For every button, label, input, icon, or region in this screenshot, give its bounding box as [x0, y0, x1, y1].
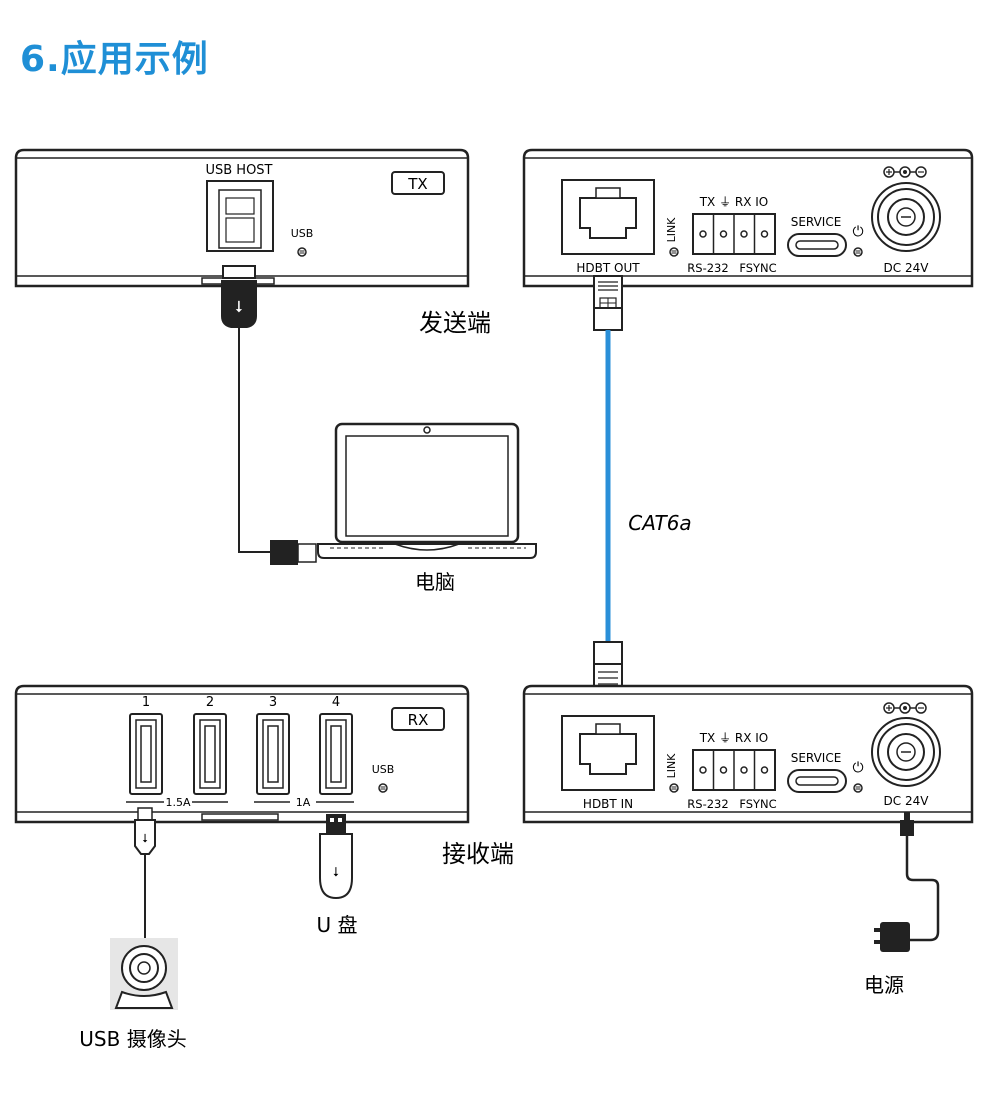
rx-badge-text: RX: [408, 711, 429, 729]
tx-service-label: SERVICE: [791, 215, 842, 229]
usb-a-plug-dark: [270, 540, 298, 565]
sender-label: 发送端: [419, 309, 491, 337]
usb-icon: ⭣: [235, 297, 243, 316]
camera-label: USB 摄像头: [79, 1027, 186, 1051]
tx-usb-led-label: USB: [291, 227, 314, 240]
tx-front-panel: USB HOST TX USB: [14, 148, 470, 288]
usb-port-4: [319, 713, 353, 795]
usb-icon: ⭣: [142, 831, 148, 845]
camera-icon: [110, 938, 178, 1010]
current-15a-label: 1.5A: [165, 796, 190, 809]
tx-dc-jack: [871, 182, 941, 252]
power-cable: [900, 812, 940, 942]
rx-rear-panel: HDBT IN LINK TX ⏚ RX IO RS-232 FSYNC SER…: [522, 684, 974, 824]
hdbt-out-label: HDBT OUT: [576, 261, 640, 275]
page-title: 6.应用示例: [20, 39, 209, 80]
rx-badge: [391, 707, 445, 731]
port-1-label: 1: [142, 695, 150, 710]
port-3-label: 3: [269, 695, 277, 710]
hdbt-in-label: HDBT IN: [583, 797, 633, 811]
rx-fsync-label: FSYNC: [739, 797, 776, 811]
usb-icon: ⭣: [333, 865, 339, 880]
rx-usb-led-label: USB: [372, 763, 395, 776]
usb-port-3: [256, 713, 290, 795]
tx-rs232-label: RS-232: [687, 261, 728, 275]
camera-cable: ⭣: [134, 807, 156, 940]
tx-terminal-block: [692, 213, 776, 255]
tx-badge-text: TX: [407, 175, 427, 193]
hdbt-out-port: [561, 179, 655, 255]
power-label: 电源: [864, 973, 904, 997]
usb-port-2: [193, 713, 227, 795]
tx-power-icon: ⏻: [852, 224, 863, 240]
cat6a-cable: [593, 275, 623, 695]
cable-label: CAT6a: [628, 511, 691, 535]
current-1a-label: 1A: [296, 796, 311, 809]
port-4-label: 4: [332, 695, 340, 710]
rx-service-label: SERVICE: [791, 751, 842, 765]
usb-port-1: [129, 713, 163, 795]
power-adapter-icon: [874, 922, 910, 952]
hdbt-in-port: [561, 715, 655, 791]
rx-rs232-label: RS-232: [687, 797, 728, 811]
tx-badge: [391, 171, 445, 195]
tx-fsync-label: FSYNC: [739, 261, 776, 275]
usb-drive-icon: ⭣: [319, 814, 353, 900]
rx-power-icon: ⏻: [852, 760, 863, 776]
tx-service-port: [787, 233, 847, 257]
laptop-icon: [317, 422, 537, 559]
computer-label: 电脑: [415, 570, 455, 594]
tx-rear-panel: HDBT OUT LINK TX ⏚ RX IO RS-232 FSYNC SE…: [522, 148, 974, 288]
usb-a-plug-tip: [297, 543, 317, 563]
port-2-label: 2: [206, 695, 214, 710]
usb-b-cable: ⭣: [221, 265, 317, 565]
rx-front-panel: 1 2 3 4 1.5A 1A RX USB: [14, 684, 470, 824]
tx-terminal-top-label: TX ⏚ RX IO: [699, 195, 769, 209]
receiver-label: 接收端: [442, 840, 514, 868]
rx-dc-label: DC 24V: [884, 794, 930, 808]
usb-b-port: [206, 180, 274, 252]
tx-link-label: LINK: [665, 217, 678, 243]
rx-link-label: LINK: [665, 753, 678, 779]
udisk-label: U 盘: [317, 913, 358, 937]
usb-host-label: USB HOST: [205, 163, 272, 178]
rx-dc-jack: [871, 717, 941, 787]
rx-terminal-top-label: TX ⏚ RX IO: [699, 731, 769, 745]
rx-service-port: [787, 769, 847, 793]
tx-dc-label: DC 24V: [884, 261, 930, 275]
rx-terminal-block: [692, 749, 776, 791]
